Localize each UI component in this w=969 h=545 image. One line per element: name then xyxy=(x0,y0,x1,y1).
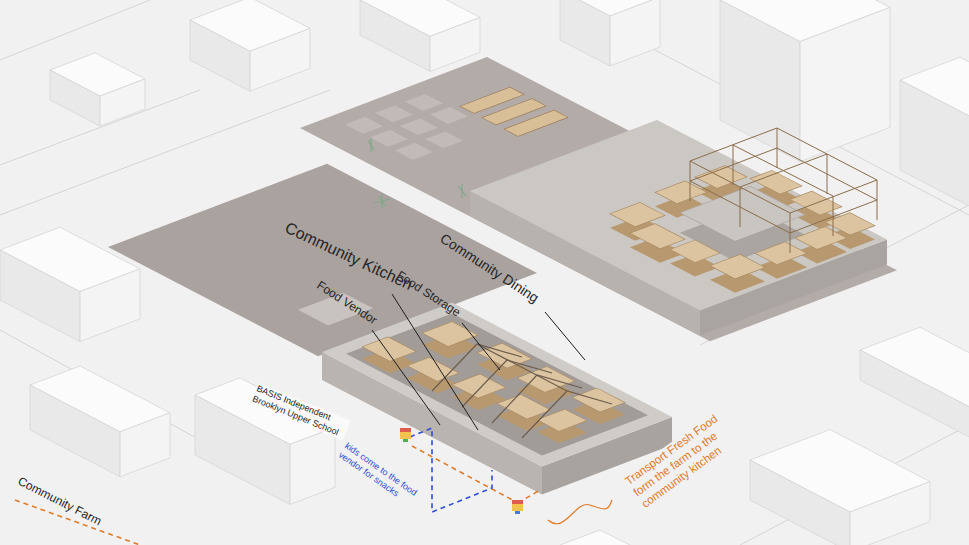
site-label: Community Farm xyxy=(15,474,104,529)
program-label: Food Vendor xyxy=(314,278,379,327)
school-label: BASIS Independent Brooklyn Upper School xyxy=(250,383,351,440)
building-label: Community Kitchen xyxy=(282,218,416,294)
label-anchor: Food Storage xyxy=(394,268,463,320)
label-anchor: Community Kitchen xyxy=(282,218,416,294)
label-anchor: Community Farm xyxy=(15,474,104,529)
route-note: kids come to the food vendor for snacks xyxy=(336,440,420,508)
label-anchor: kids come to the food vendor for snacks xyxy=(336,440,420,508)
label-anchor: Transport Fresh Food form the farm to th… xyxy=(622,399,756,512)
label-anchor: Food Vendor xyxy=(314,278,379,327)
program-label: Food Storage xyxy=(394,268,463,320)
label-anchor: BASIS Independent Brooklyn Upper School xyxy=(250,383,351,440)
building-label: Community Dining xyxy=(437,230,542,306)
route-note: Transport Fresh Food form the farm to th… xyxy=(622,399,756,512)
label-anchor: Community Dining xyxy=(437,230,542,306)
